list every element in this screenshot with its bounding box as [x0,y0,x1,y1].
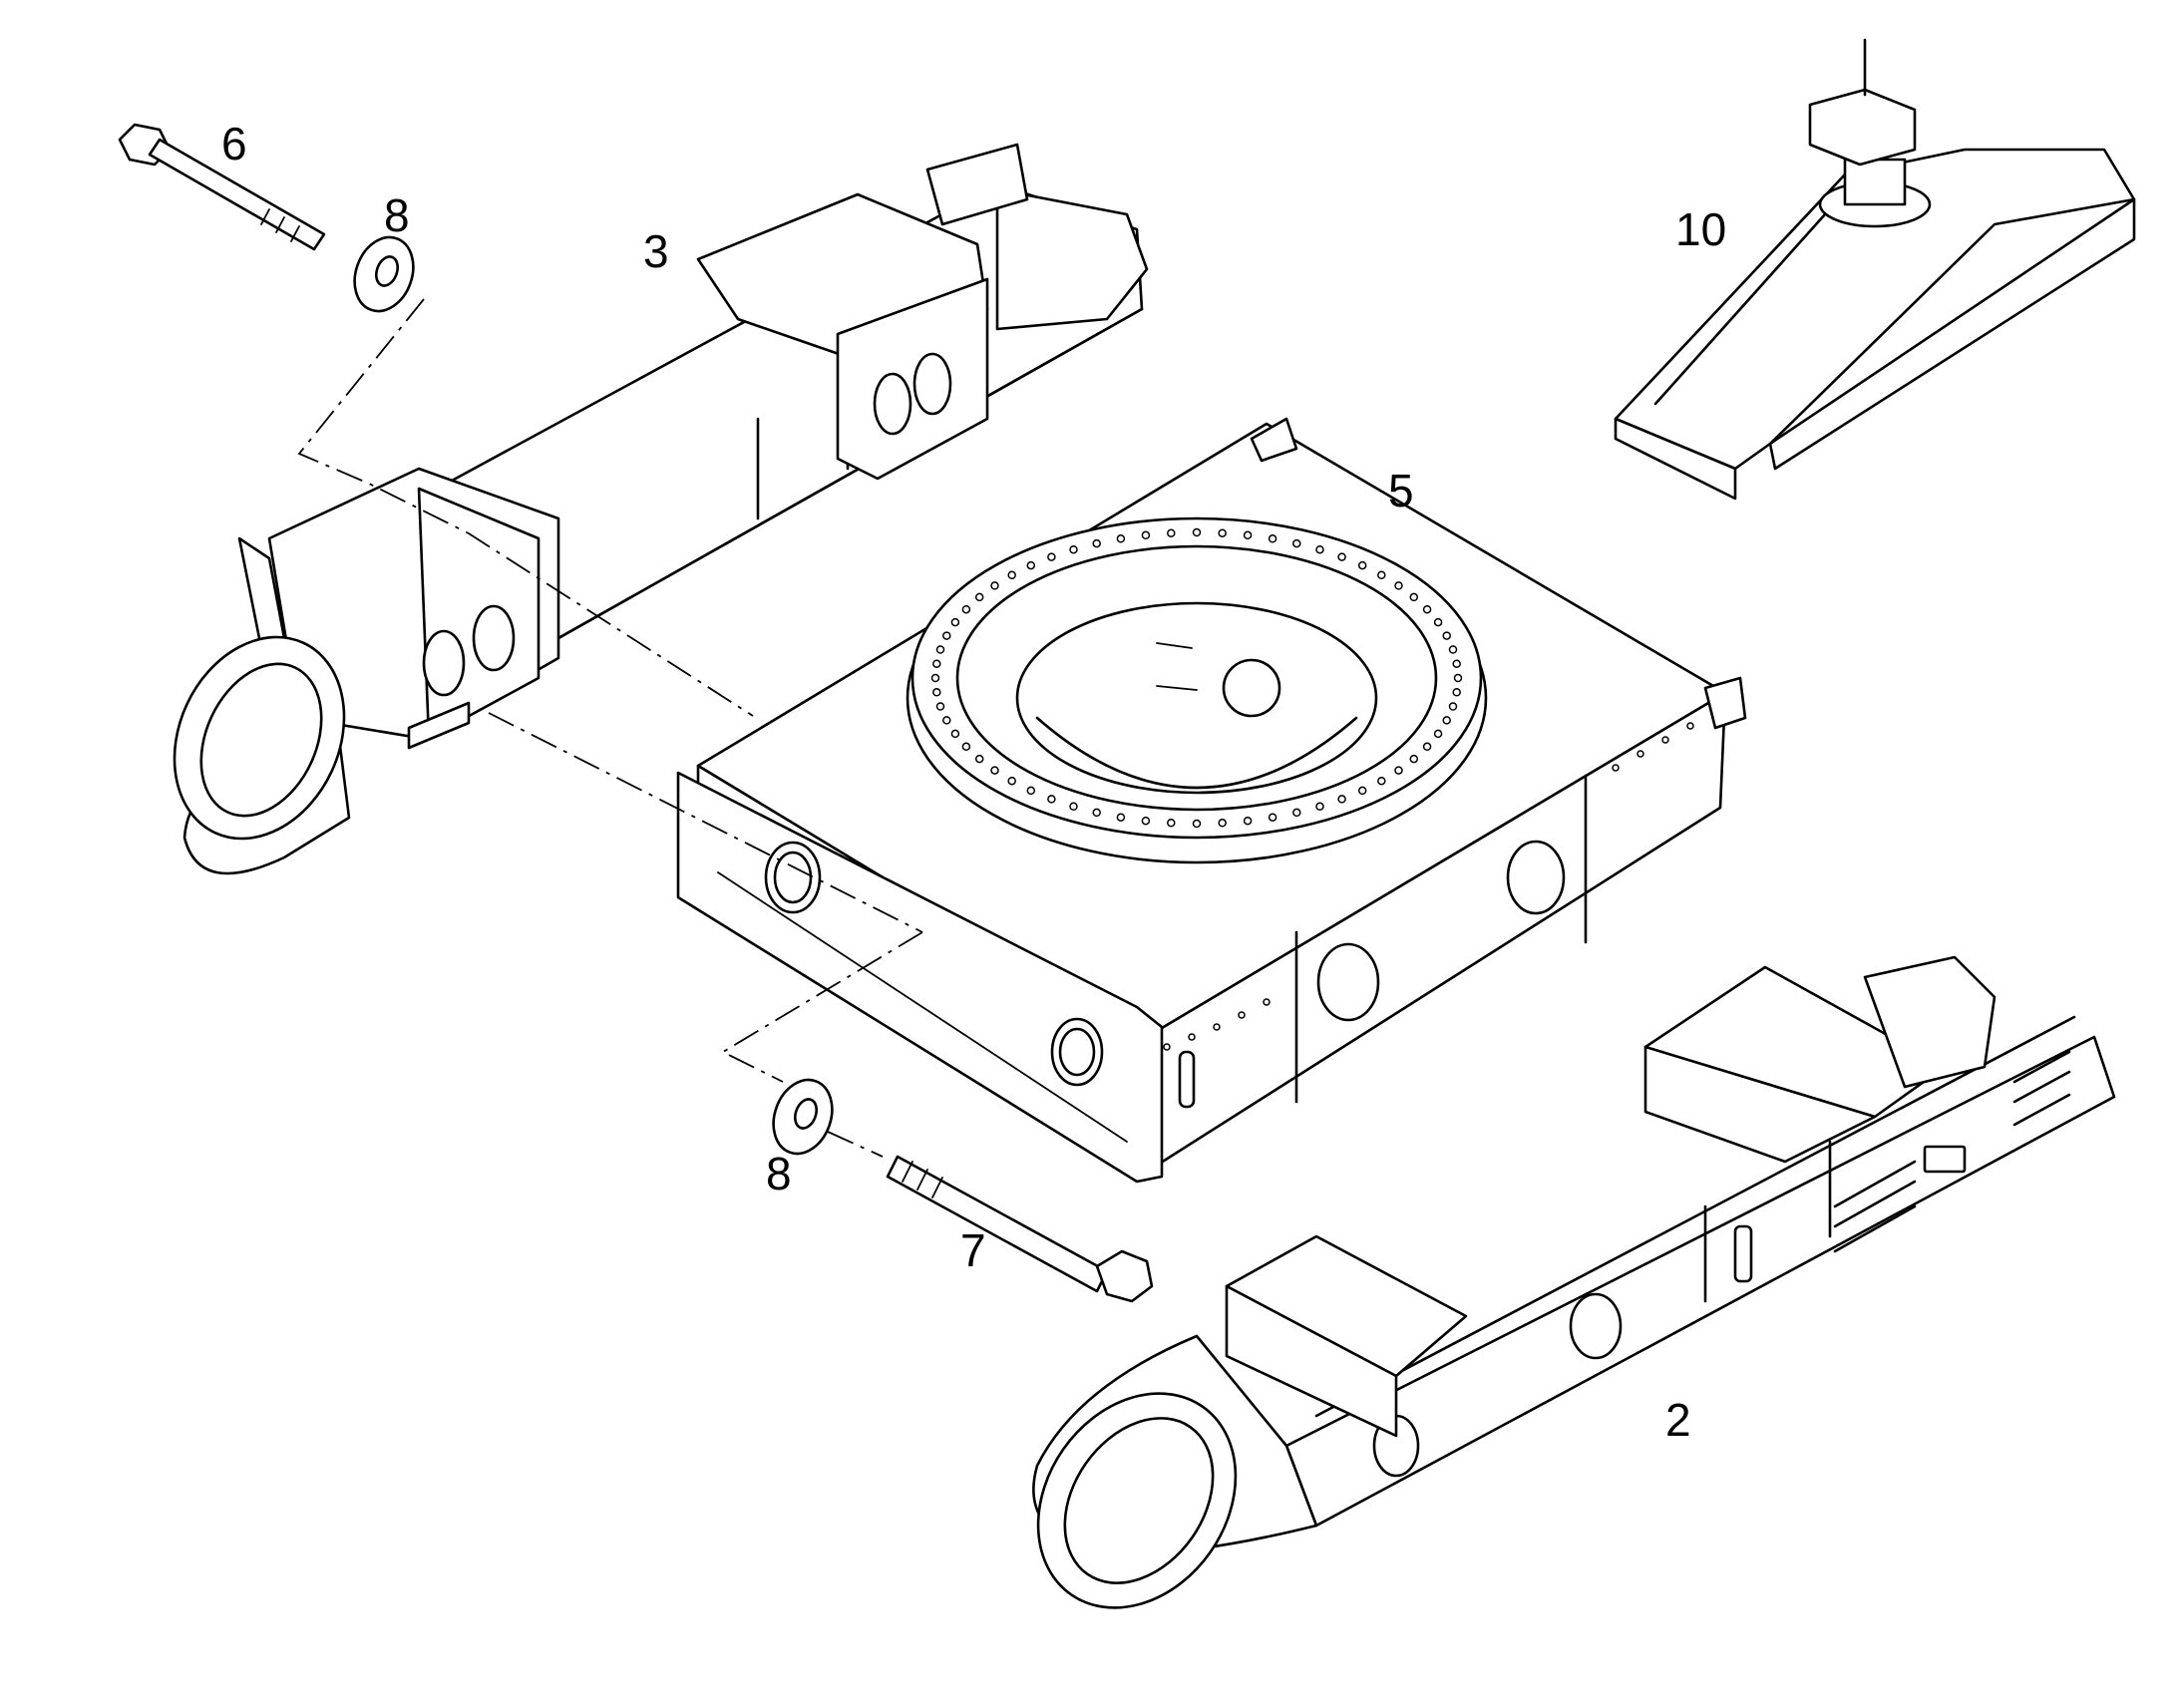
ring-bolt-hole [1337,795,1346,804]
ring-bolt-hole [950,617,960,627]
ring-bolt-hole [1292,808,1301,818]
callout-6: 6 [221,118,247,170]
ring-bolt-hole [932,659,941,668]
callout-10: 10 [1675,203,1726,255]
ring-bolt-hole [1409,754,1419,764]
ring-bolt-hole [1452,688,1461,697]
ring-bolt-hole [1292,538,1301,548]
callout-7: 7 [960,1224,986,1276]
ring-bolt-hole [974,754,984,764]
callout-5: 5 [1388,465,1414,516]
ring-bolt-hole [1167,819,1176,828]
ring-bolt-hole [1315,544,1324,554]
ring-bolt-hole [1116,534,1126,543]
ring-bolt-hole [1243,530,1253,540]
ring-bolt-hole [1116,813,1126,822]
ring-bolt-hole [1047,552,1056,561]
ring-bolt-hole [1141,530,1151,540]
track-frame-left [173,143,1149,875]
ring-bolt-hole [1442,716,1451,725]
ring-bolt-hole [1409,592,1419,602]
ring-bolt-hole [1377,776,1386,786]
ring-bolt-hole [1442,631,1451,640]
tank-bracket [1614,38,2136,501]
ring-bolt-hole [990,766,999,775]
ring-bolt-hole [1422,604,1432,614]
bolt-6 [118,123,326,251]
ring-bolt-hole [1433,729,1443,739]
center-frame [676,417,1747,1184]
ring-bolt-hole [1092,538,1101,548]
ring-bolt-hole [1069,544,1078,554]
rivet-row [1163,722,1694,1051]
ring-bolt-hole [1192,527,1202,537]
ring-bolt-hole [932,688,941,697]
ring-bolt-hole [1394,581,1403,590]
ring-bolt-hole [1452,659,1461,668]
ring-bolt-hole [990,581,999,590]
ring-bolt-hole [1026,786,1036,796]
ring-bolt-hole [974,592,984,602]
ring-bolt-hole [1394,766,1403,775]
ring-bolt-hole [1026,560,1036,570]
ring-bolt-hole [1092,808,1101,818]
ring-bolt-hole [1357,560,1367,570]
ring-bolt-hole [1167,528,1176,537]
ring-bolt-holes [930,527,1463,829]
ring-bolt-hole [935,645,945,654]
washer-8-top [353,235,415,313]
ring-bolt-hole [950,729,960,739]
ring-bolt-hole [961,604,971,614]
track-frame-right [1032,955,2116,1609]
ring-bolt-hole [1422,742,1432,752]
ring-bolt-hole [1337,552,1346,561]
ring-bolt-hole [1141,816,1151,826]
ring-bolt-hole [1268,534,1277,543]
ring-bolt-hole [1218,819,1227,828]
ring-bolt-hole [1243,816,1253,826]
ring-bolt-hole [1069,802,1078,812]
ring-bolt-hole [942,631,951,640]
ring-bolt-hole [1315,802,1324,812]
callout-8-bottom: 8 [766,1148,792,1199]
ring-bolt-hole [1433,617,1443,627]
callout-8-top: 8 [384,189,410,241]
ring-bolt-hole [1192,819,1202,829]
callout-3: 3 [643,225,669,277]
ring-bolt-hole [1453,673,1463,683]
ring-bolt-hole [930,673,940,683]
ring-bolt-hole [1007,776,1016,786]
ring-bolt-hole [1218,528,1227,537]
ring-bolt-hole [1047,795,1056,804]
ring-bolt-hole [961,742,971,752]
ring-bolt-hole [942,716,951,725]
assembly-lines [297,298,923,1158]
ring-bolt-hole [1377,570,1386,580]
ring-bolt-hole [1357,786,1367,796]
ring-bolt-hole [1007,570,1016,580]
ring-bolt-hole [1448,645,1458,654]
bolt-7 [886,1155,1154,1303]
ring-bolt-hole [1268,813,1277,822]
callout-2: 2 [1665,1394,1691,1446]
ring-bolt-hole [935,702,945,711]
ring-bolt-hole [1448,702,1458,711]
washer-8-bottom [772,1078,834,1156]
